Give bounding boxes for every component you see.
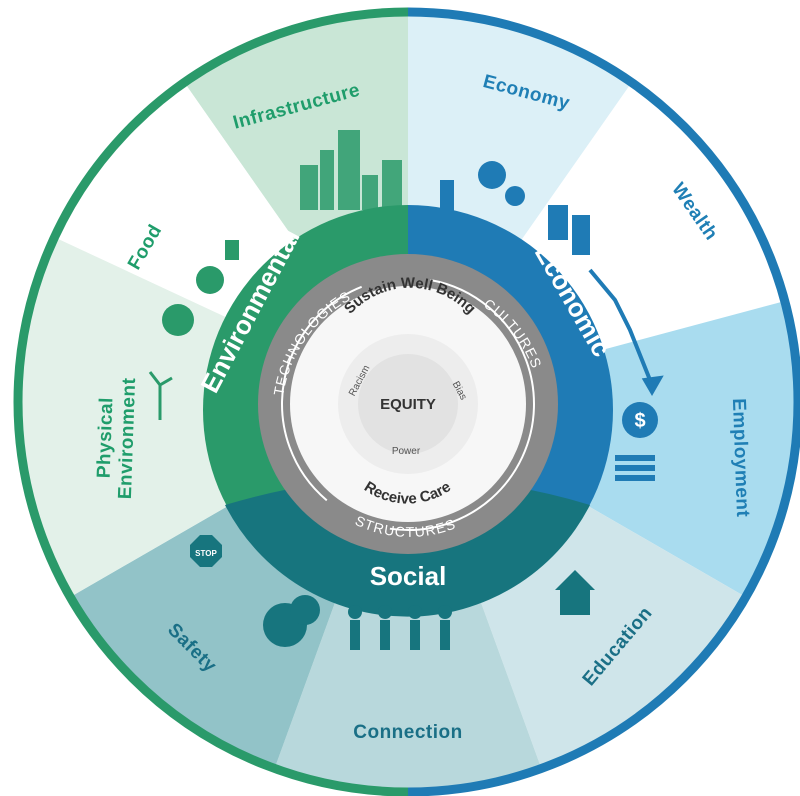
power-label: Power bbox=[392, 446, 421, 457]
house-icon bbox=[555, 570, 595, 615]
segment-label-physical-environment: PhysicalEnvironment bbox=[93, 376, 140, 499]
tree-cluster-icon bbox=[263, 595, 320, 647]
equity-label: EQUITY bbox=[380, 396, 436, 413]
buildings-icon bbox=[300, 130, 402, 210]
gears-icon bbox=[440, 161, 590, 255]
stop-sign-icon: STOP bbox=[190, 535, 222, 567]
outer-border bbox=[13, 7, 800, 796]
segment-label-connection: Connection bbox=[353, 722, 463, 743]
social-label: Social bbox=[370, 561, 447, 591]
svg-text:STOP: STOP bbox=[195, 549, 217, 558]
wind-turbine-icon bbox=[148, 371, 173, 420]
people-icon bbox=[348, 605, 452, 650]
svg-text:$: $ bbox=[634, 410, 645, 432]
segment-label-employment: Employment bbox=[728, 398, 753, 518]
trees-icon bbox=[162, 240, 239, 336]
coins-icon: $ bbox=[615, 402, 658, 481]
chart-icon bbox=[588, 268, 664, 396]
